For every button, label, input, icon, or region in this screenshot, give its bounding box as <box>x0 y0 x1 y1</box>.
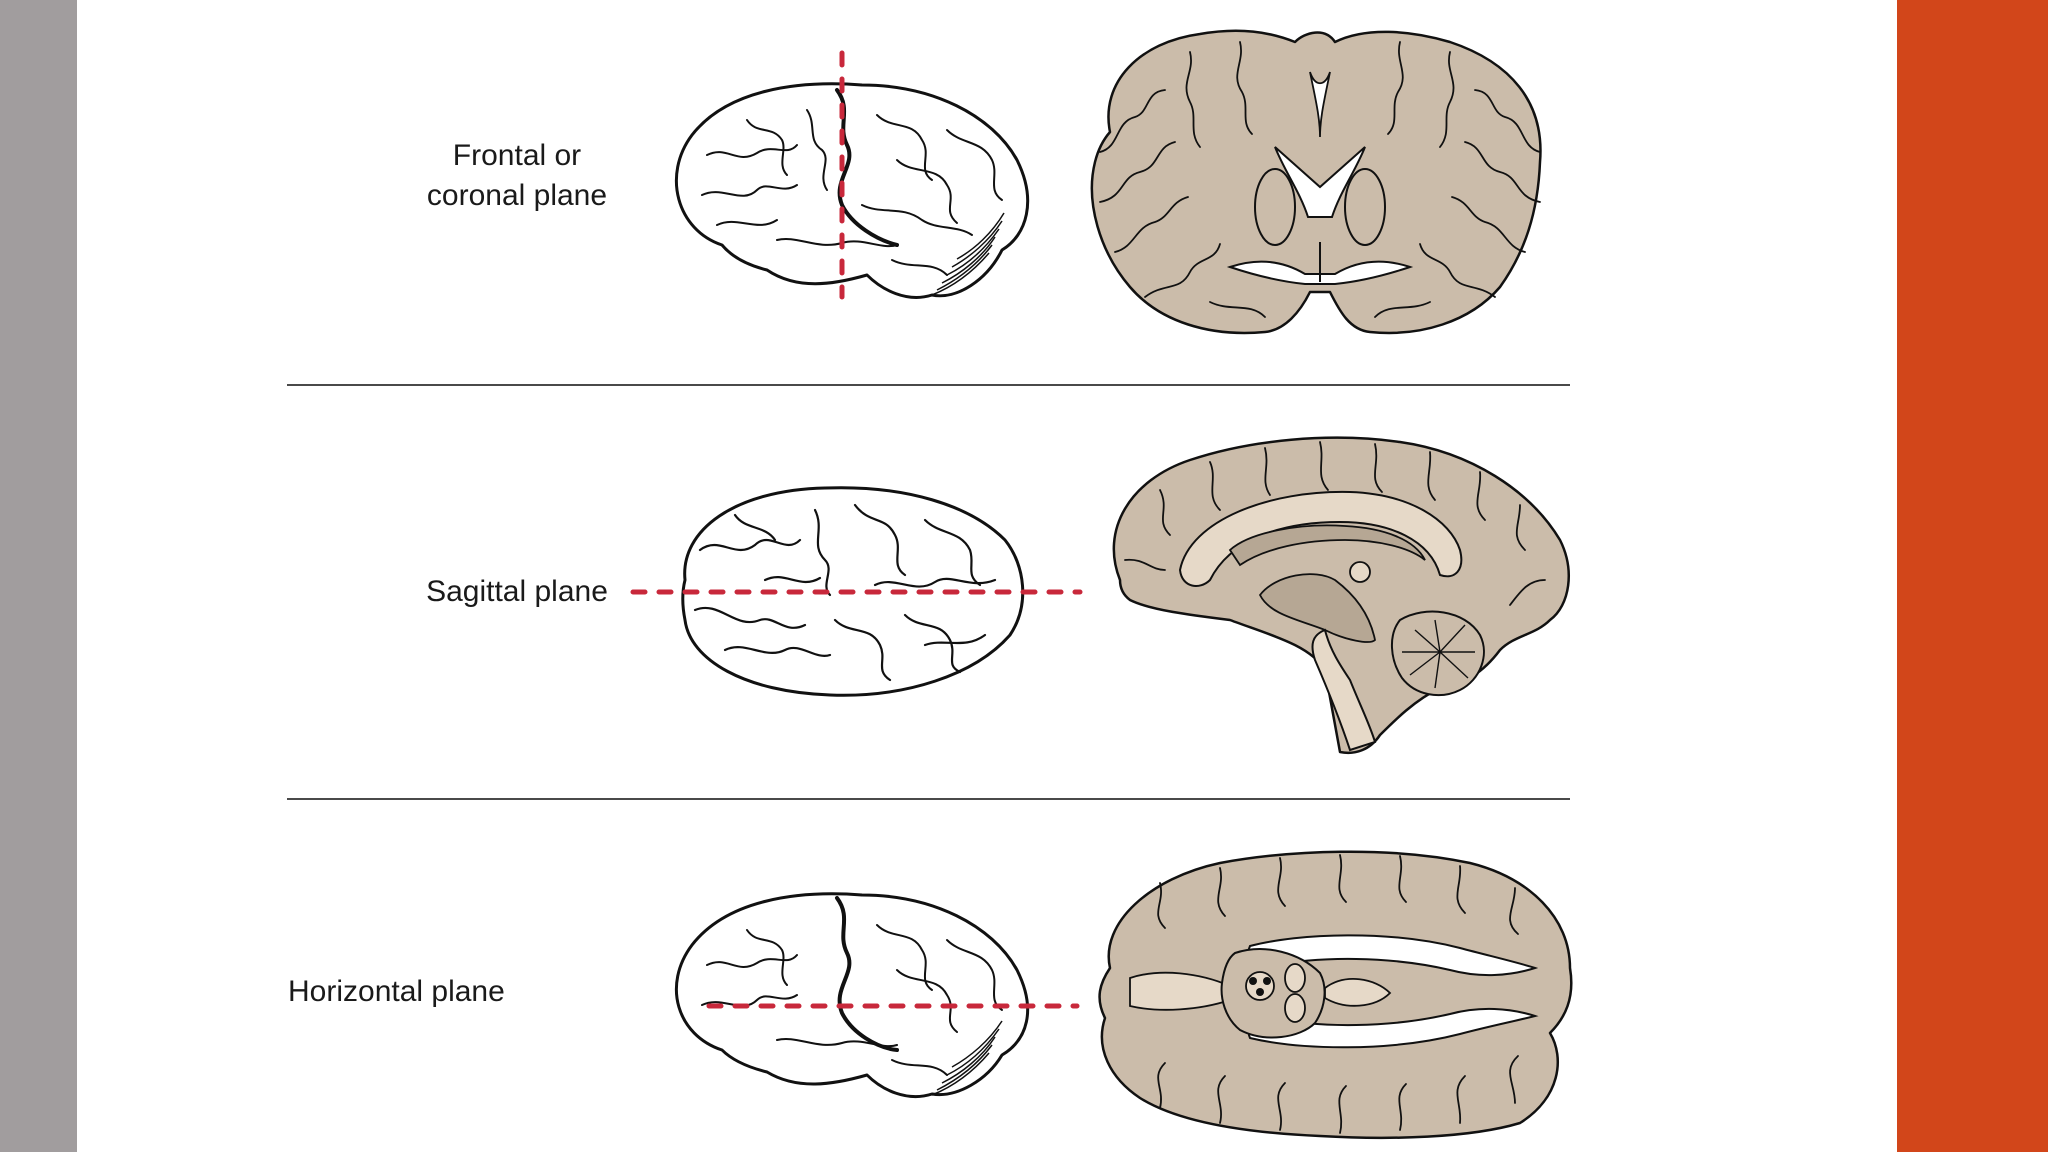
left-gray-bar <box>0 0 77 1152</box>
sagittal-brain-section-icon <box>1070 420 1590 760</box>
slide: Frontal or coronal plane <box>77 0 1897 1152</box>
horizontal-plane-label: Horizontal plane <box>288 972 618 1012</box>
brain-lateral-view-icon <box>647 45 1087 310</box>
brain-lateral-view-icon <box>647 870 1087 1105</box>
right-orange-bar <box>1897 0 2048 1152</box>
row-divider-1 <box>287 384 1570 386</box>
brain-top-view-icon <box>625 470 1085 710</box>
row-divider-2 <box>287 798 1570 800</box>
horizontal-brain-section-icon <box>1070 838 1590 1143</box>
coronal-brain-section-icon <box>1070 12 1570 347</box>
